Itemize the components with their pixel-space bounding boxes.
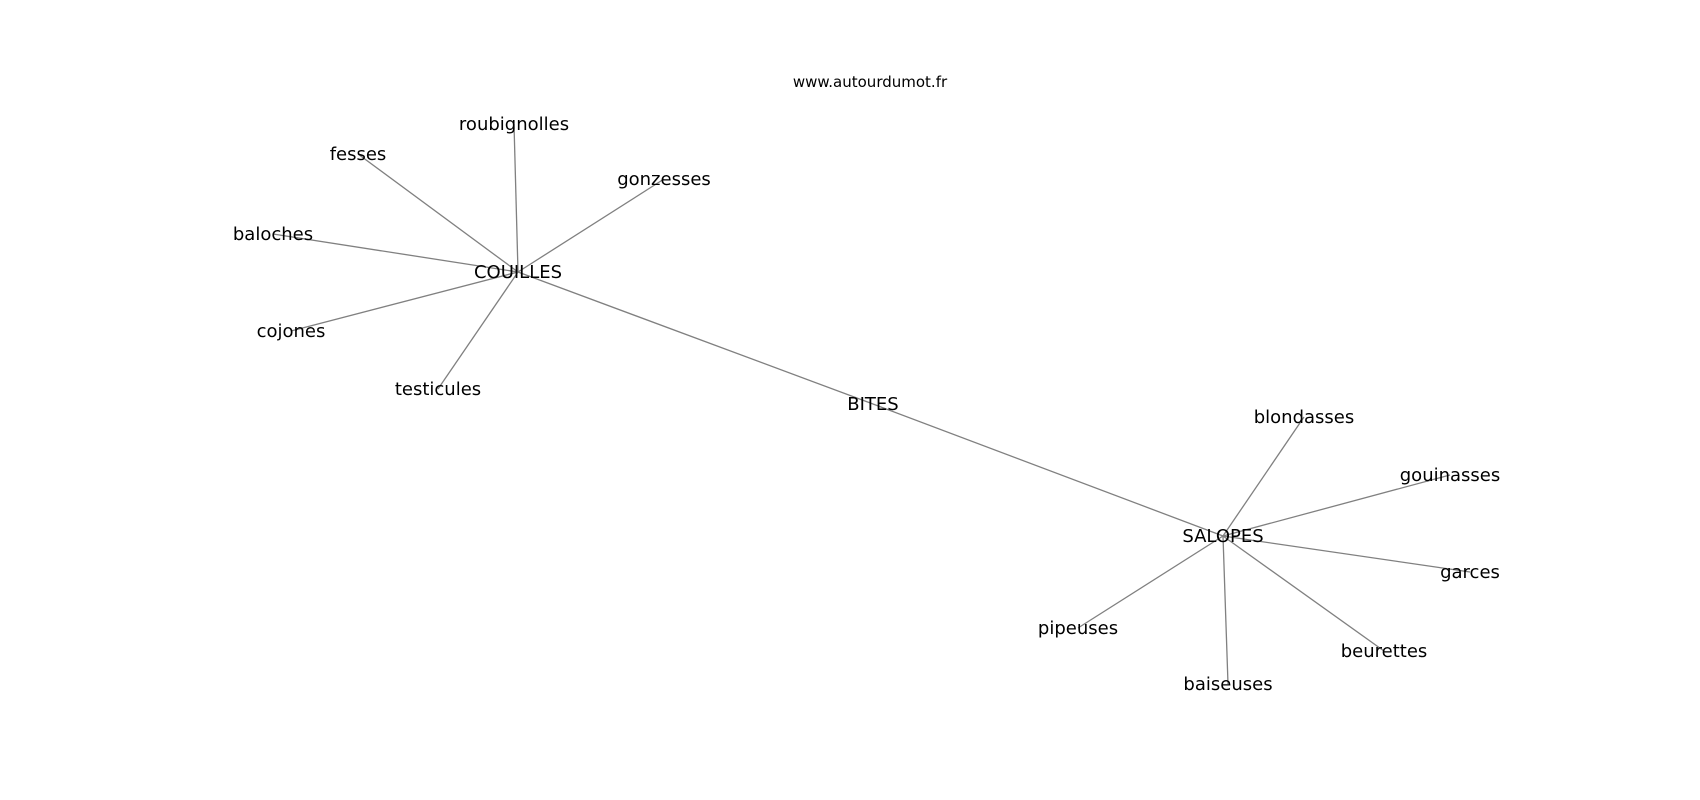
node-label-bites[interactable]: BITES xyxy=(847,394,898,415)
node-label-testicules[interactable]: testicules xyxy=(395,379,481,400)
node-label-garces[interactable]: garces xyxy=(1440,562,1500,583)
node-label-beurettes[interactable]: beurettes xyxy=(1341,641,1428,662)
node-label-salopes[interactable]: SALOPES xyxy=(1182,526,1263,547)
edge-salopes-pipeuses xyxy=(1077,535,1224,629)
node-label-pipeuses[interactable]: pipeuses xyxy=(1038,618,1118,639)
edge-bites-salopes xyxy=(872,403,1224,537)
node-label-roubignolles[interactable]: roubignolles xyxy=(459,114,569,135)
node-label-gonzesses[interactable]: gonzesses xyxy=(617,169,711,190)
edge-salopes-gouinasses xyxy=(1222,474,1451,537)
node-label-cojones[interactable]: cojones xyxy=(257,321,326,342)
node-label-blondasses[interactable]: blondasses xyxy=(1254,407,1355,428)
site-watermark-title: www.autourdumot.fr xyxy=(793,73,948,91)
node-label-fesses[interactable]: fesses xyxy=(330,144,387,165)
edges-layer xyxy=(272,123,1471,685)
edge-couilles-testicules xyxy=(437,271,519,390)
edge-couilles-fesses xyxy=(357,153,519,273)
labels-layer: COUILLES BITES SALOPES roubignolles fesses go… xyxy=(233,114,1500,695)
edge-salopes-baiseuses xyxy=(1222,535,1229,685)
edge-couilles-gonzesses xyxy=(517,178,665,273)
node-label-gouinasses[interactable]: gouinasses xyxy=(1400,465,1501,486)
edge-salopes-blondasses xyxy=(1222,416,1305,537)
node-label-couilles[interactable]: COUILLES xyxy=(474,262,562,283)
edge-couilles-roubignolles xyxy=(513,123,519,273)
edge-couilles-baloches xyxy=(272,233,519,273)
node-label-baloches[interactable]: baloches xyxy=(233,224,313,245)
edge-couilles-cojones xyxy=(290,271,519,332)
edge-couilles-bites xyxy=(517,271,874,405)
node-label-baiseuses[interactable]: baiseuses xyxy=(1183,674,1272,695)
edge-salopes-garces xyxy=(1222,535,1471,573)
edge-salopes-beurettes xyxy=(1222,535,1385,652)
